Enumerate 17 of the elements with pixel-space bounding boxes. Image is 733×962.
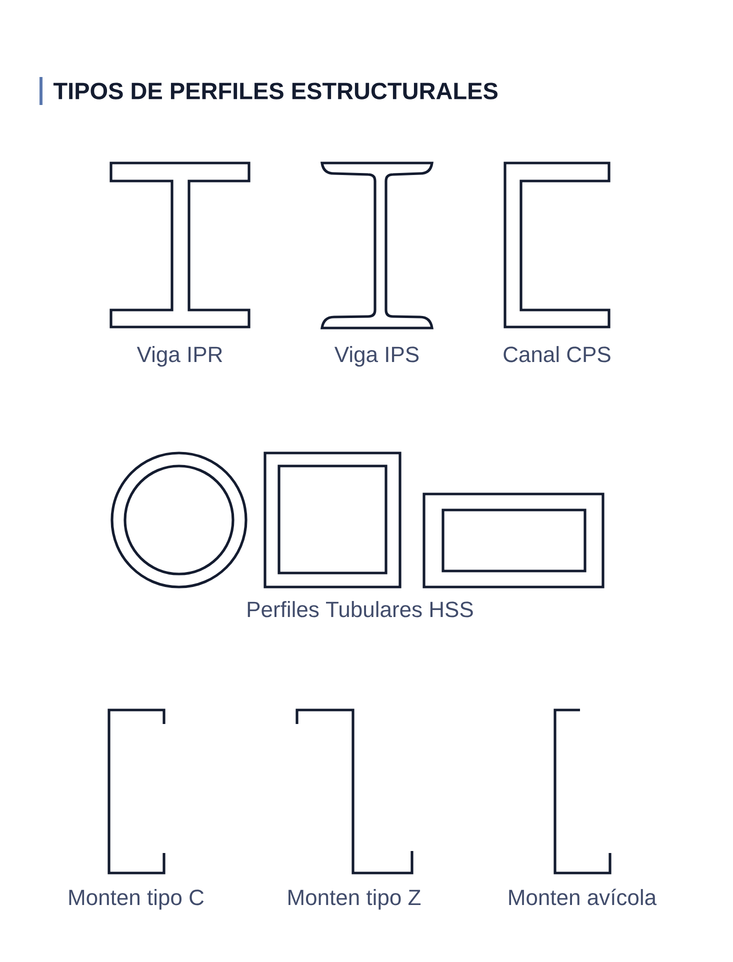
rectangular-tube-profile [422, 492, 604, 588]
profile-caption: Monten avícola [509, 888, 657, 906]
channel-profile [504, 162, 610, 328]
profile-caption: Canal CPS [504, 346, 610, 362]
profile-caption: Viga IPR [136, 346, 222, 367]
i-beam-profile [320, 162, 434, 330]
title: TIPOS DE PERFILES ESTRUCTURALES [53, 82, 498, 100]
round-tube-profile [110, 452, 248, 588]
profile-caption: Monten tipo C [69, 889, 204, 910]
c-purlin-profile [108, 708, 166, 874]
z-purlin-profile [296, 708, 414, 874]
purlin-profile [554, 708, 612, 874]
profile-caption: Viga IPS [334, 346, 419, 367]
i-beam-profile [110, 162, 250, 328]
square-tube-profile [264, 452, 402, 588]
profile-caption: Monten tipo Z [288, 889, 421, 910]
group-caption: Perfiles Tubulares HSS [248, 601, 473, 618]
